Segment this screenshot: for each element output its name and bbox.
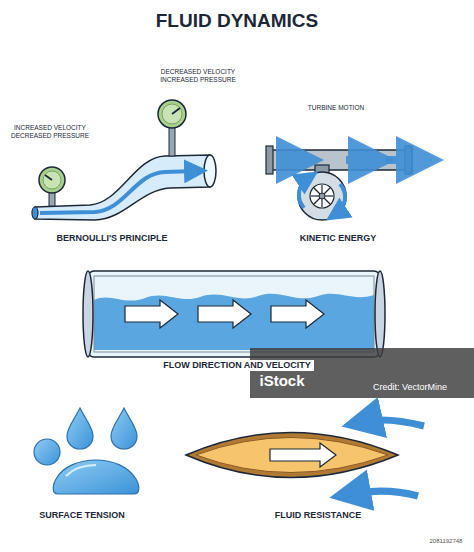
diagram-title: FLUID DYNAMICS (156, 10, 319, 32)
section-label: BERNOULLI'S PRINCIPLE (56, 233, 167, 244)
image-id: 2081192748 (430, 538, 463, 545)
callout-text: INCREASED VELOCITY DECREASED PRESSURE (8, 124, 92, 140)
section-label: FLOW DIRECTION AND VELOCITY (160, 360, 314, 371)
section-label: FLUID RESISTANCE (275, 510, 361, 521)
watermark-credit: Credit: VectorMine (373, 382, 447, 393)
turbine (266, 146, 420, 220)
section-label: SURFACE TENSION (39, 510, 125, 521)
callout-text: TURBINE MOTION (308, 104, 364, 112)
pressure-gauge (39, 167, 65, 206)
section-label: KINETIC ENERGY (300, 233, 377, 244)
water-drops (34, 408, 139, 494)
watermark: iStock (259, 372, 304, 390)
watermark-panel (250, 348, 474, 398)
flow-tube (83, 271, 385, 357)
pressure-gauge (158, 100, 186, 156)
callout-text: DECREASED VELOCITY INCREASED PRESSURE (156, 68, 240, 84)
bernoulli-pipe (32, 155, 216, 220)
streamlined-body (186, 420, 424, 496)
